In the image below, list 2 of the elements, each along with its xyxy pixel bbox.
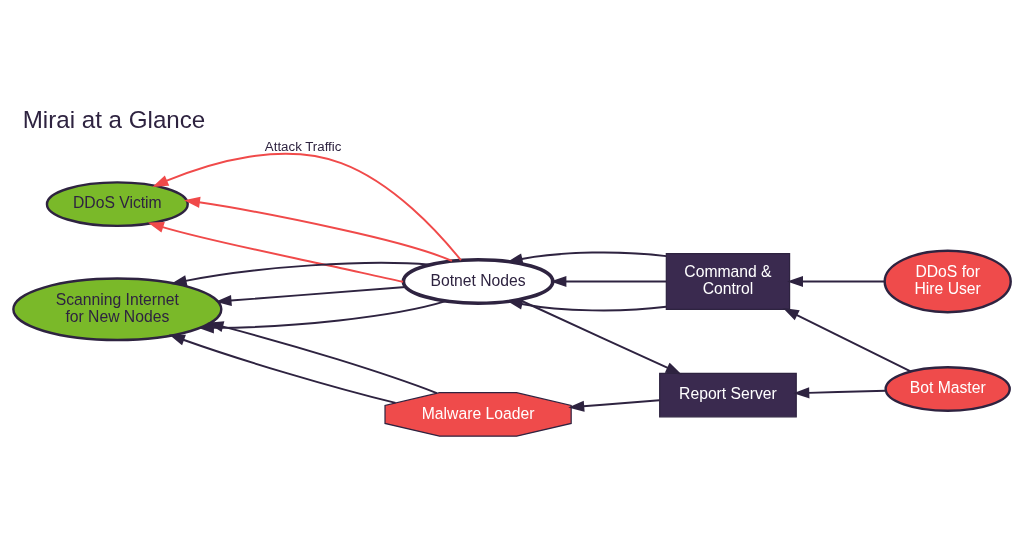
edge-label: Attack Traffic	[264, 138, 342, 154]
diagram-title: Mirai at a Glance	[22, 105, 206, 133]
